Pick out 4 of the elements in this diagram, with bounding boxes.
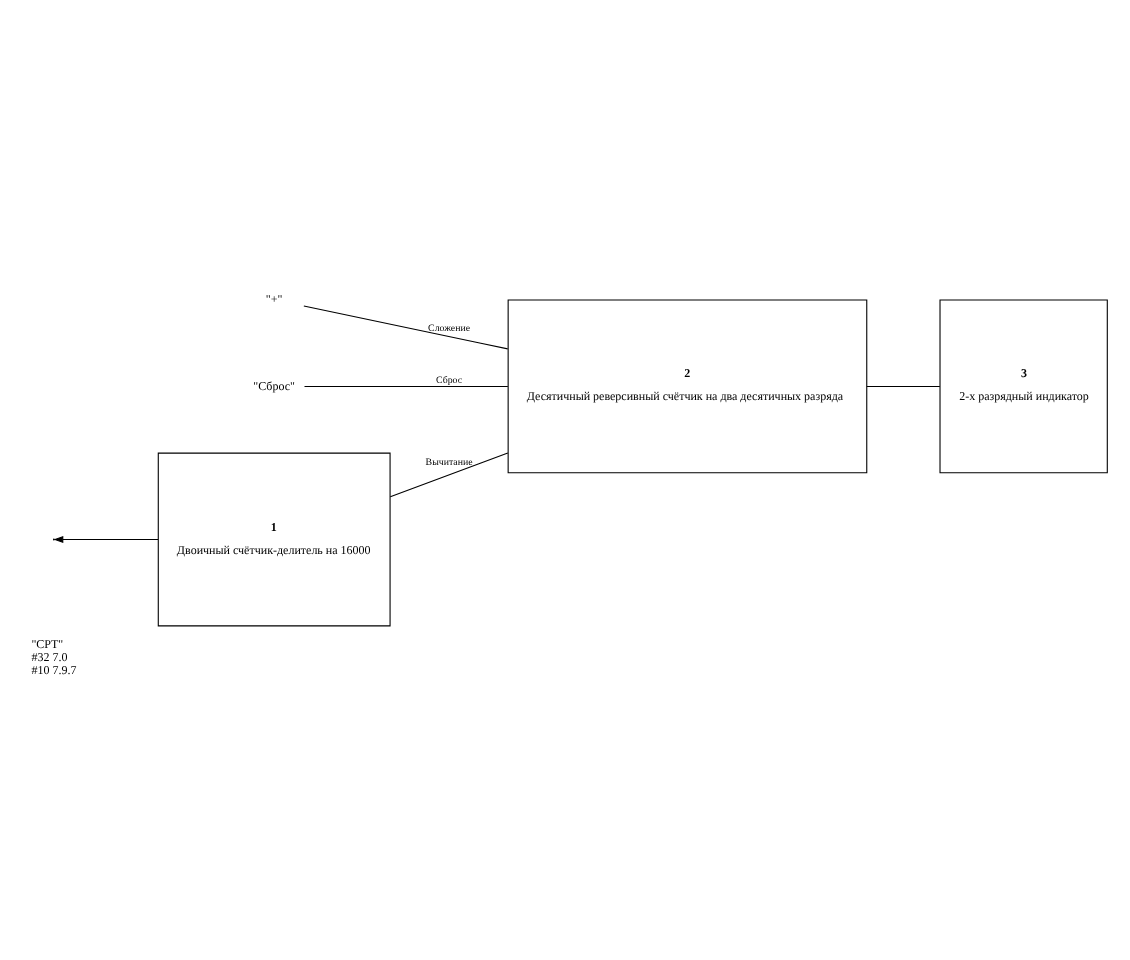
connector [303, 384, 509, 386]
connector [389, 451, 509, 497]
connector [866, 384, 941, 386]
connector [303, 304, 509, 349]
